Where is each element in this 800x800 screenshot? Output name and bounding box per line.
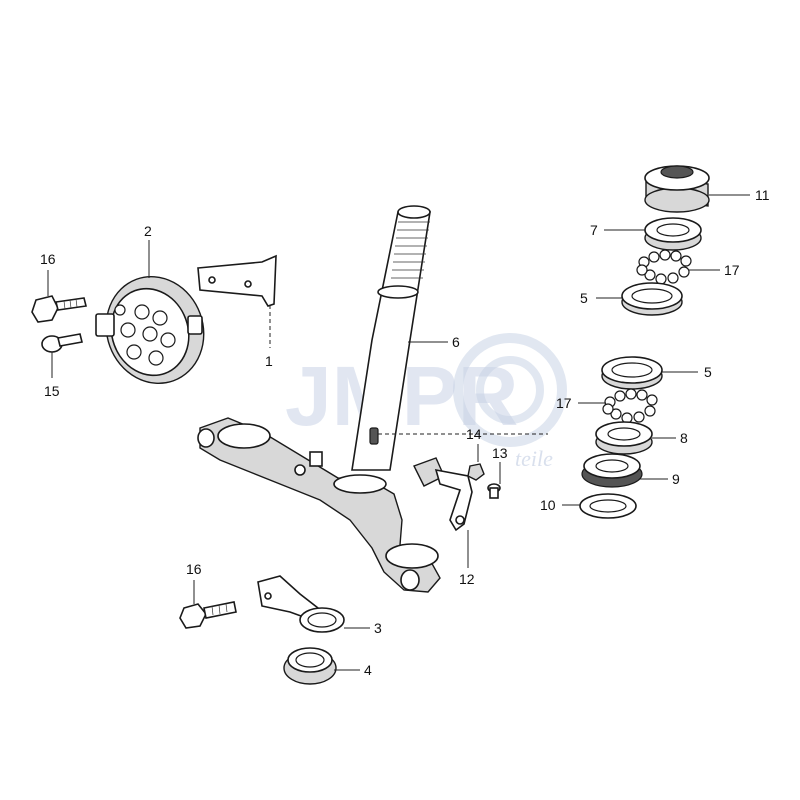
callout-13: 13 xyxy=(492,445,508,461)
callout-7: 7 xyxy=(590,222,598,238)
callout-16-upper: 16 xyxy=(40,251,56,267)
watermark-subtext: teile xyxy=(515,446,553,471)
callout-labels: 2 1 16 15 6 14 13 12 16 3 4 11 7 17 5 5 … xyxy=(40,187,770,678)
callout-8: 8 xyxy=(680,430,688,446)
part-steering-stem xyxy=(351,205,431,471)
callout-10: 10 xyxy=(540,497,556,513)
callout-9: 9 xyxy=(672,471,680,487)
part-grease-nipple-14 xyxy=(467,463,485,481)
part-horn xyxy=(95,275,205,385)
part-outer-race-5-upper xyxy=(621,282,683,316)
callout-16-lower: 16 xyxy=(186,561,202,577)
leader-lines xyxy=(47,194,750,671)
callout-5-lower: 5 xyxy=(704,364,712,380)
part-cable-guide xyxy=(257,575,345,633)
part-horn-bracket xyxy=(197,254,277,307)
callout-3: 3 xyxy=(374,620,382,636)
part-top-cone-race-7 xyxy=(644,217,702,251)
callout-11: 11 xyxy=(755,187,770,203)
part-outer-race-5-lower xyxy=(601,356,663,390)
part-dust-seal-9 xyxy=(581,453,643,488)
callout-17-lower: 17 xyxy=(556,395,572,411)
part-steel-balls-17-upper xyxy=(636,249,692,285)
part-bolt-16-upper xyxy=(31,295,87,323)
watermark: JMPR teile xyxy=(285,333,567,471)
callout-4: 4 xyxy=(364,662,372,678)
callout-5-upper: 5 xyxy=(580,290,588,306)
part-stem-nut-11 xyxy=(644,165,710,213)
callout-6: 6 xyxy=(452,334,460,350)
part-washer-10 xyxy=(579,493,637,519)
part-bottom-cone-race-8 xyxy=(595,421,653,455)
callout-17-upper: 17 xyxy=(724,262,740,278)
callout-1: 1 xyxy=(265,353,273,369)
part-pin-13 xyxy=(487,483,501,499)
callout-2: 2 xyxy=(144,223,152,239)
callout-14: 14 xyxy=(466,426,482,442)
part-bolt-16-lower xyxy=(179,601,237,629)
part-dust-seal xyxy=(283,647,337,685)
callout-15: 15 xyxy=(44,383,60,399)
part-steering-lock xyxy=(413,457,473,532)
part-lower-triple-clamp xyxy=(197,417,441,593)
callout-12: 12 xyxy=(459,571,475,587)
part-steel-balls-17-lower xyxy=(602,388,658,424)
part-screw-15 xyxy=(41,333,83,353)
